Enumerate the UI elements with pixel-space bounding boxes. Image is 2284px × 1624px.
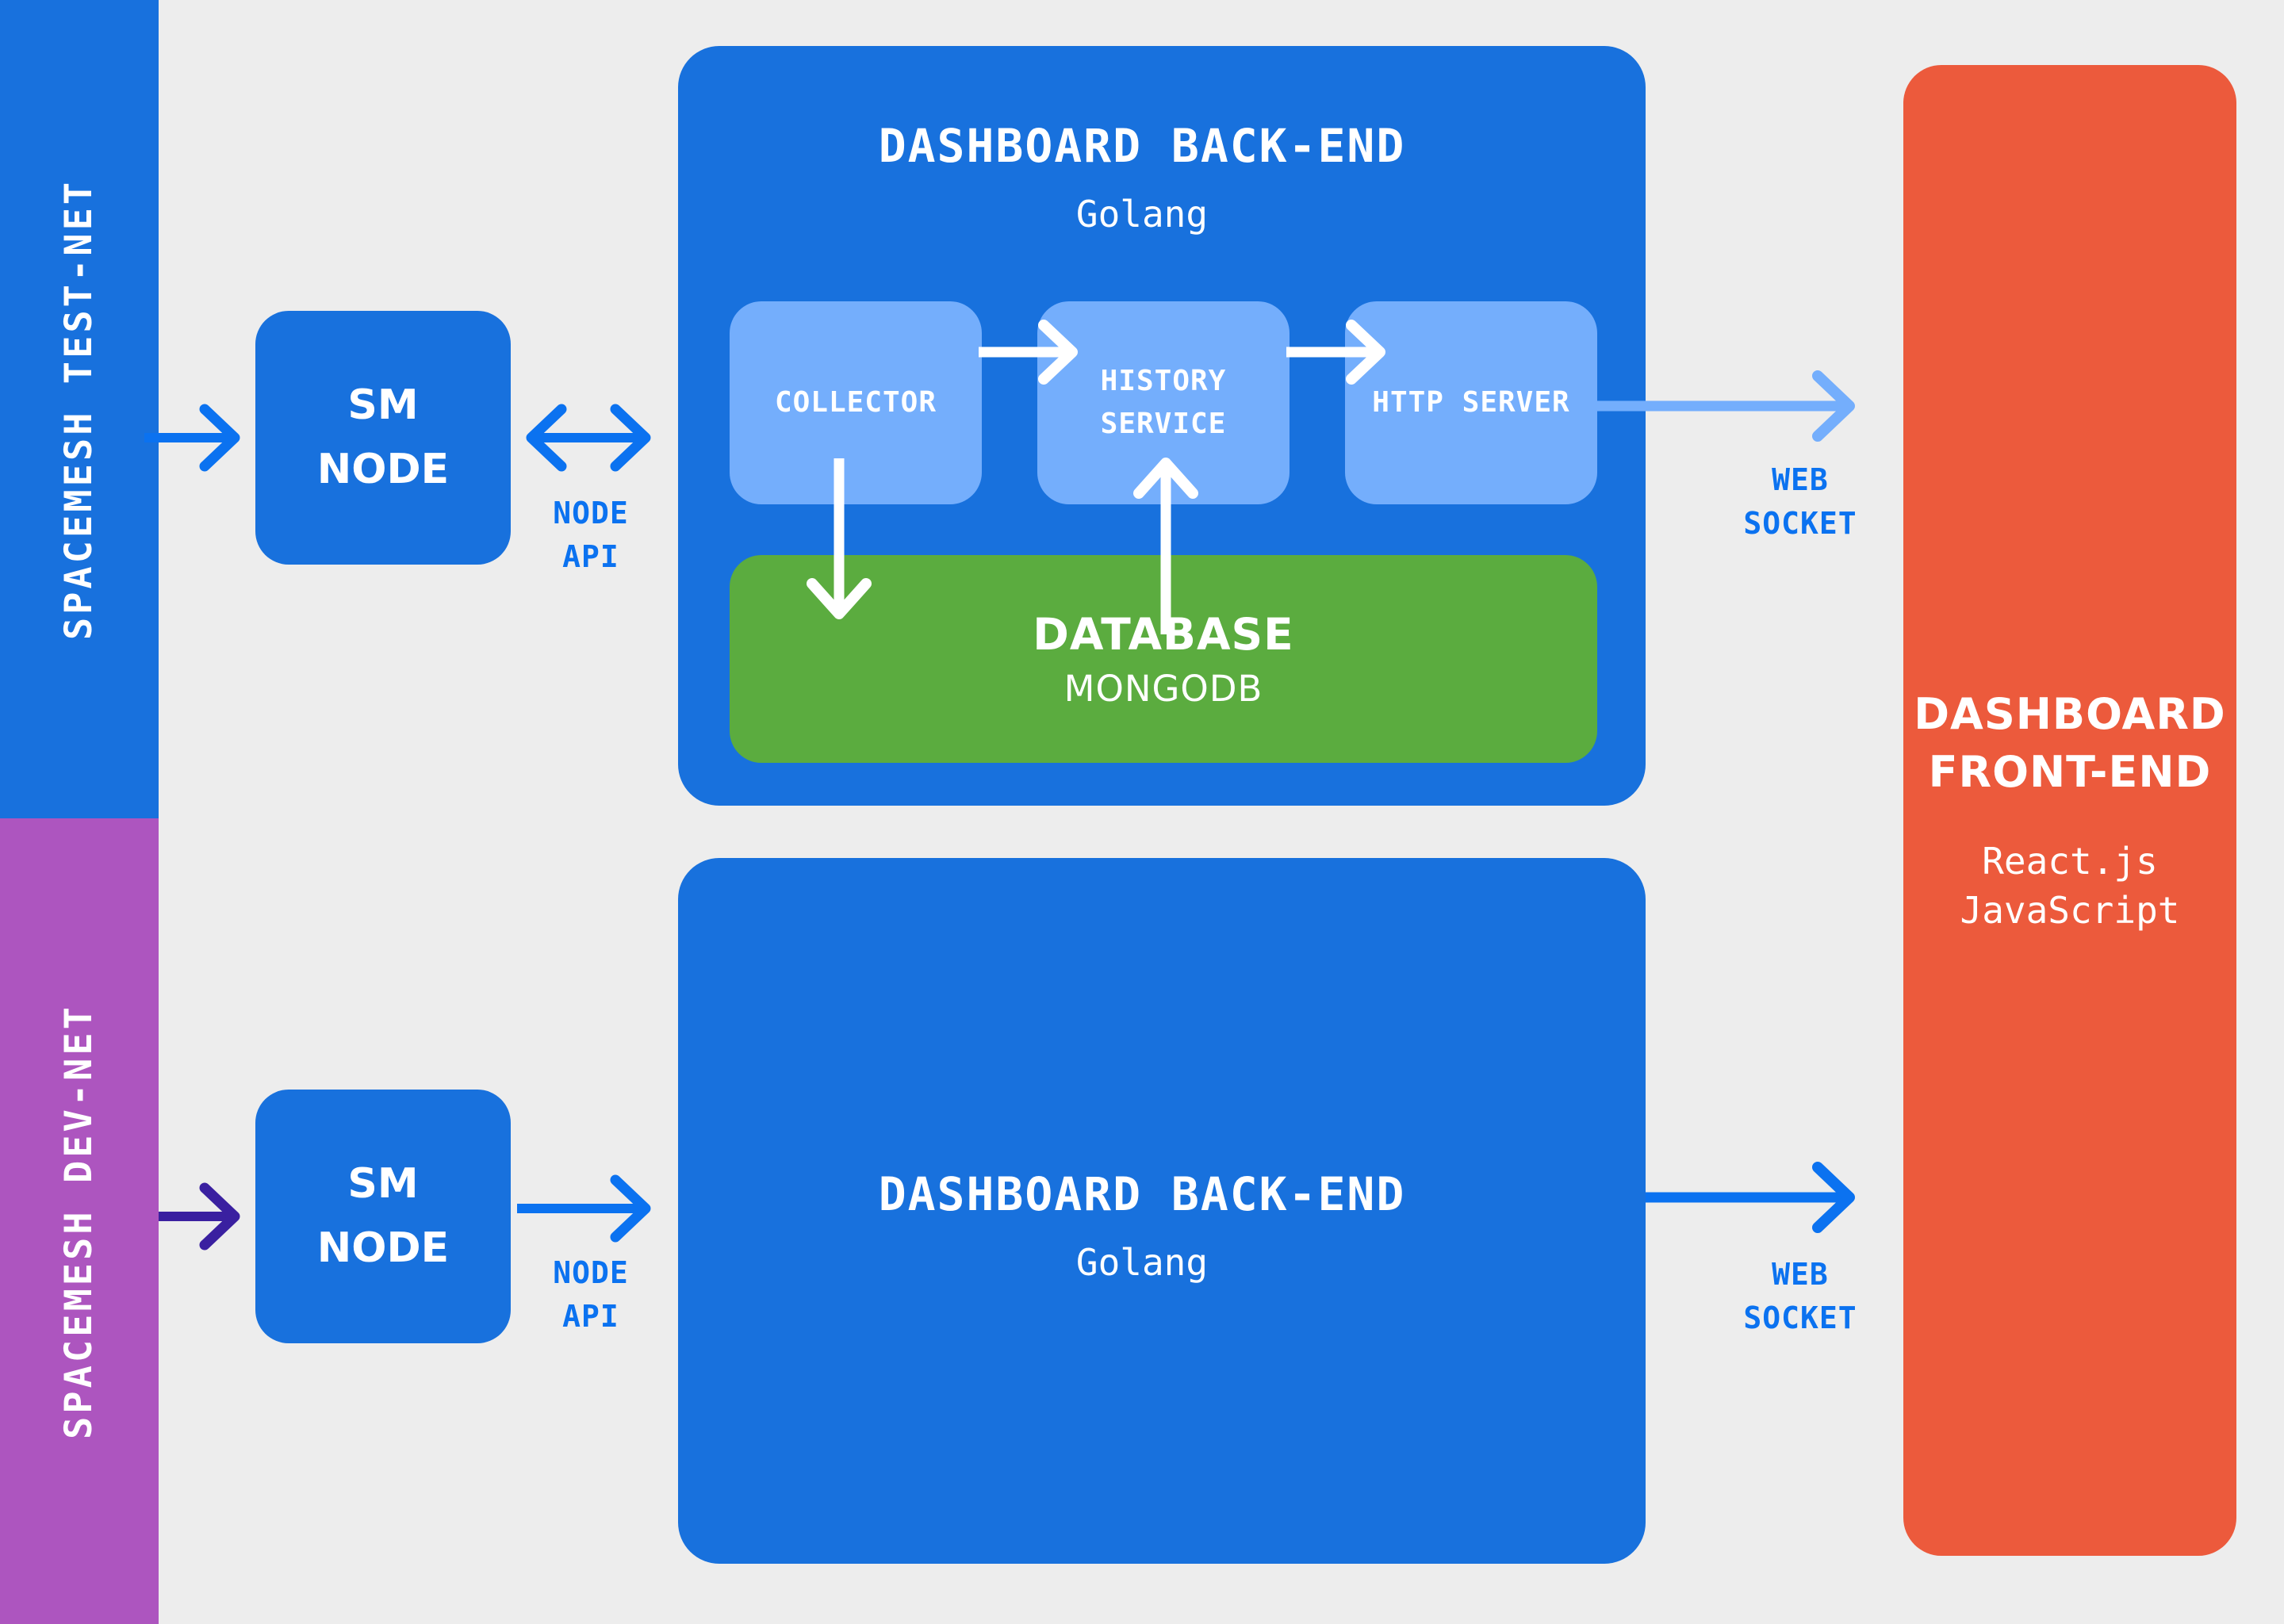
dashboard-backend-devnet[interactable] <box>678 858 1646 1564</box>
dashboard-frontend-panel[interactable]: DASHBOARD FRONT-END React.js JavaScript <box>1903 65 2236 1556</box>
backend-devnet-title: DASHBOARD BACK-END <box>878 1167 1406 1221</box>
database-subtitle: MONGODB <box>1063 667 1263 710</box>
database-box[interactable]: DATABASE MONGODB <box>730 555 1597 763</box>
sm-node-testnet[interactable]: SM NODE <box>255 311 511 565</box>
sm-node-testnet-line1: SM <box>347 381 419 430</box>
backend-testnet-title: DASHBOARD BACK-END <box>878 119 1406 173</box>
service-history-service-label: HISTORY SERVICE <box>1100 365 1227 440</box>
arrow-node-api-bidirectional-top <box>526 404 651 472</box>
service-collector-label: COLLECTOR <box>774 386 937 419</box>
service-http-server[interactable]: HTTP SERVER <box>1345 301 1597 504</box>
sm-node-devnet[interactable]: SM NODE <box>255 1090 511 1343</box>
service-history-service[interactable]: HISTORY SERVICE <box>1037 301 1290 504</box>
service-http-server-label: HTTP SERVER <box>1372 386 1570 419</box>
network-rail-devnet: SPACEMESH DEV-NET <box>0 818 159 1624</box>
connector-label-web-socket-bottom: WEB SOCKET <box>1743 1257 1857 1336</box>
service-collector[interactable]: COLLECTOR <box>730 301 982 504</box>
backend-testnet-subtitle: Golang <box>1075 193 1209 236</box>
database-title: DATABASE <box>1033 608 1294 660</box>
sm-node-devnet-line2: NODE <box>316 1224 450 1272</box>
rail-label-testnet: SPACEMESH TEST-NET <box>57 178 102 640</box>
connector-label-node-api-bottom: NODE API <box>553 1255 629 1335</box>
frontend-subtitle: React.js JavaScript <box>1960 839 2180 932</box>
connector-label-web-socket-top: WEB SOCKET <box>1743 462 1857 542</box>
sm-node-devnet-line1: SM <box>347 1160 419 1208</box>
connector-label-node-api-top: NODE API <box>553 496 629 575</box>
rail-label-devnet: SPACEMESH DEV-NET <box>57 1003 102 1439</box>
sm-node-testnet-line2: NODE <box>316 446 450 493</box>
backend-devnet-subtitle: Golang <box>1075 1241 1209 1284</box>
network-rail-testnet: SPACEMESH TEST-NET <box>0 0 159 818</box>
frontend-title: DASHBOARD FRONT-END <box>1914 689 2226 797</box>
